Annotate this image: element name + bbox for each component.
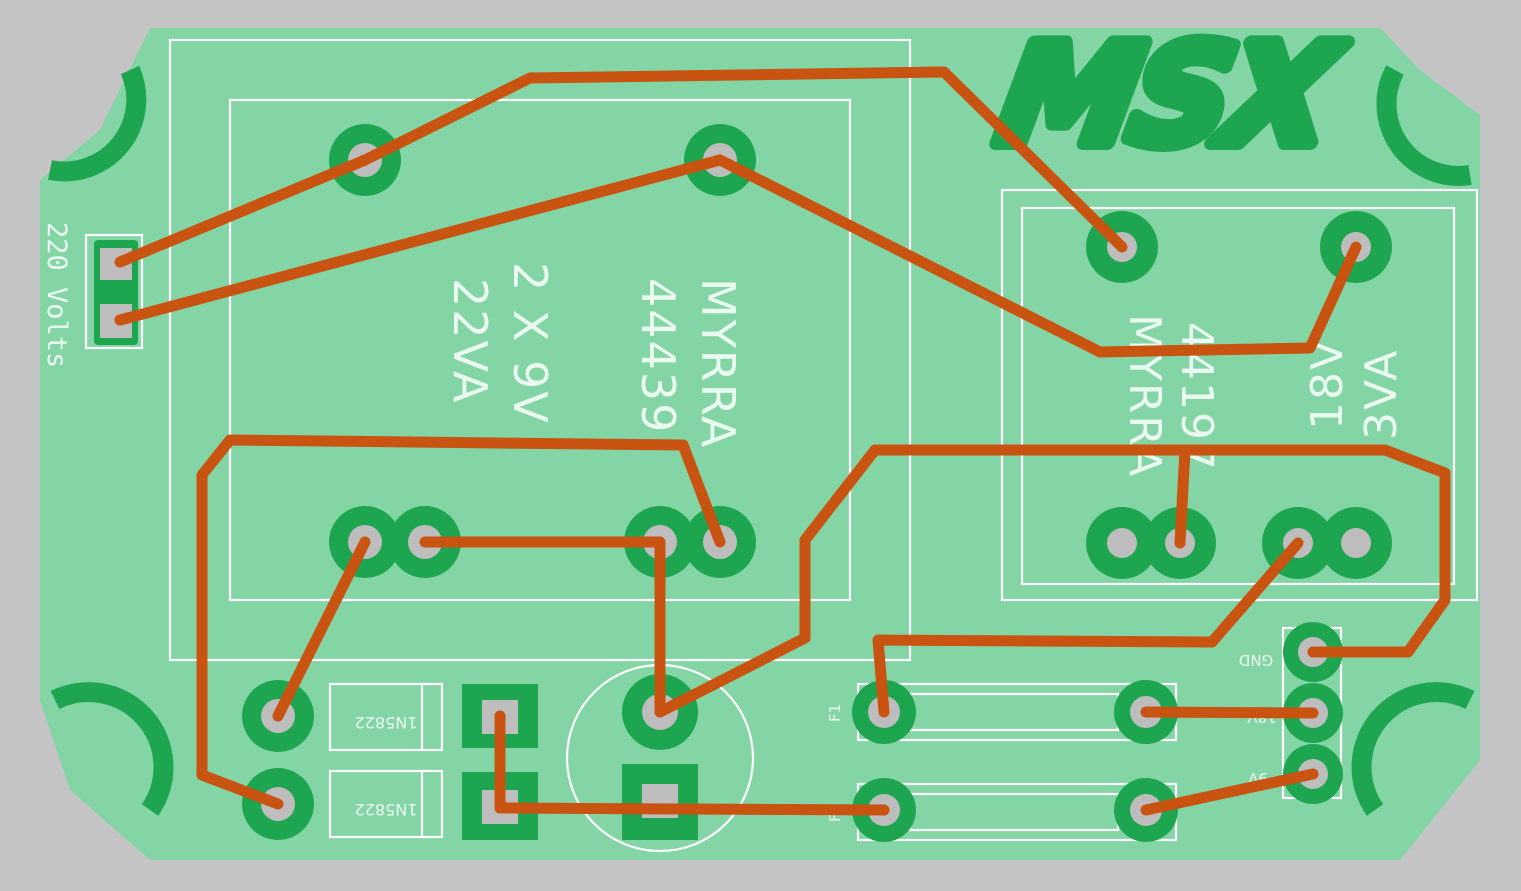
transformer-1-outer-outline — [168, 38, 912, 662]
copper-traces — [114, 66, 1451, 816]
trace-mains-to-t1-pad2 — [114, 154, 726, 326]
msx-logo-text: MSX — [988, 15, 1353, 176]
mounting-hole-bottom-left — [50, 682, 174, 816]
mounting-hole-top-right — [1376, 65, 1472, 186]
diode-2-label: 1N5822 — [355, 800, 418, 819]
transformer-2-inner-outline — [1020, 206, 1456, 586]
diode-2-outline — [328, 769, 444, 839]
drill-holes — [103, 143, 1371, 826]
msx-logo: MSX MSX — [981, 8, 1360, 183]
trace-t1-center-tap-to-cap — [419, 536, 666, 718]
trace-diodes-to-cap-to-fuse2 — [494, 802, 890, 816]
trace-gnd-bus — [654, 444, 1451, 718]
mains-voltage-label: 220 Volts — [41, 222, 72, 368]
diode-1-outline — [328, 682, 444, 752]
transformer-1-power-label: 22VA — [443, 278, 497, 405]
transformer-2-power-label: 3VA — [1356, 349, 1407, 440]
connector-gnd-label: GND — [1239, 651, 1273, 669]
mounting-hole-top-left — [48, 65, 147, 182]
transformer-1-inner-outline — [228, 98, 852, 602]
transformer-1-model-label: 44439 — [631, 278, 685, 434]
trace-t1-sec4-to-diode2 — [196, 434, 726, 810]
transformer-1-brand-label: MYRRA — [691, 278, 745, 449]
trace-t1-pad1-to-t2-pad1 — [359, 66, 1128, 253]
trace-fuse1-to-18v — [1140, 706, 1319, 719]
trace-t1-sec1-to-diode1 — [272, 536, 371, 722]
trace-fuse2-to-9v — [1140, 768, 1319, 816]
mains-connector-outline — [84, 233, 144, 350]
fuse-1-label: F1 — [826, 704, 844, 722]
mounting-hole-bottom-right — [1351, 682, 1475, 816]
transformer-1-voltage-label: 2 X 9V — [503, 262, 557, 425]
trace-t2-sec2-to-gnd — [1174, 444, 1191, 549]
trace-t1-pad2-to-t2-pad2 — [714, 154, 1362, 358]
transformer-2-outer-outline — [1000, 188, 1479, 602]
diode-1-label: 1N5822 — [355, 713, 418, 732]
trace-t2-to-fuse1 — [872, 537, 1304, 718]
msx-logo-text-fill: MSX — [988, 15, 1353, 176]
mounting-holes — [48, 65, 1475, 816]
trace-mains-to-t1-pad1 — [114, 154, 371, 268]
